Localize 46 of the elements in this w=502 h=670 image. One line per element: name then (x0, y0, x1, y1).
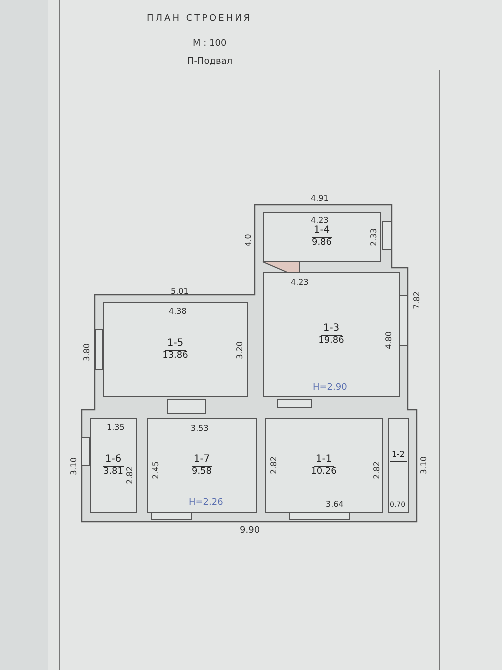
dimension-label: 3.80 (82, 343, 92, 361)
room-area: 9.58 (192, 466, 212, 478)
dimension-label: 9.90 (240, 526, 260, 536)
plan-title: ПЛАН СТРОЕНИЯ (147, 14, 252, 24)
room-number: 1-1 (314, 454, 334, 466)
room (263, 272, 400, 397)
dimension-label: 2.82 (372, 461, 382, 479)
dimension-label: 2.82 (269, 456, 278, 474)
dimension-label: 3.20 (235, 341, 244, 359)
scale-label: М : 100 (193, 40, 227, 48)
dimension-label: 4.0 (243, 234, 252, 246)
room-area: 9.86 (312, 238, 332, 249)
dimension-label: 4.23 (291, 278, 309, 286)
dimension-label: 5.01 (171, 286, 189, 296)
ceiling-height-label: H=2.90 (313, 384, 348, 392)
room-number: 1-2 (390, 449, 408, 462)
dimension-label: 4.91 (311, 194, 329, 202)
dimension-label: 4.23 (311, 216, 329, 224)
dimension-label: 3.10 (69, 457, 78, 475)
dimension-label: 4.38 (169, 306, 187, 316)
dimension-label: 1.35 (107, 422, 125, 432)
room-area: 10.26 (311, 466, 337, 478)
room (103, 302, 248, 397)
floor-label: П-Подвал (188, 58, 233, 66)
room (263, 212, 381, 262)
dimension-label: 2.82 (125, 466, 134, 484)
room-number: 1-3 (321, 322, 342, 336)
room-area: 19.86 (318, 336, 344, 346)
dimension-label: 2.33 (369, 228, 378, 246)
ceiling-height-label: H=2.26 (189, 498, 224, 508)
room-number: 1-4 (312, 225, 332, 238)
dimension-label: 3.53 (191, 424, 209, 432)
room (147, 418, 257, 513)
room-area: 3.81 (103, 466, 124, 478)
room (90, 418, 137, 513)
dimension-label: 4.80 (384, 331, 394, 349)
dimension-label: 7.82 (412, 291, 422, 309)
room-number: 1-6 (103, 454, 124, 466)
room-number: 1-7 (192, 454, 212, 466)
dimension-label: 3.64 (326, 500, 344, 508)
room (388, 418, 409, 513)
room-area: 13.86 (162, 350, 188, 362)
room (265, 418, 383, 513)
room-number: 1-5 (165, 338, 186, 350)
dimension-label: 3.10 (419, 456, 428, 474)
dimension-label: 2.45 (151, 461, 160, 479)
